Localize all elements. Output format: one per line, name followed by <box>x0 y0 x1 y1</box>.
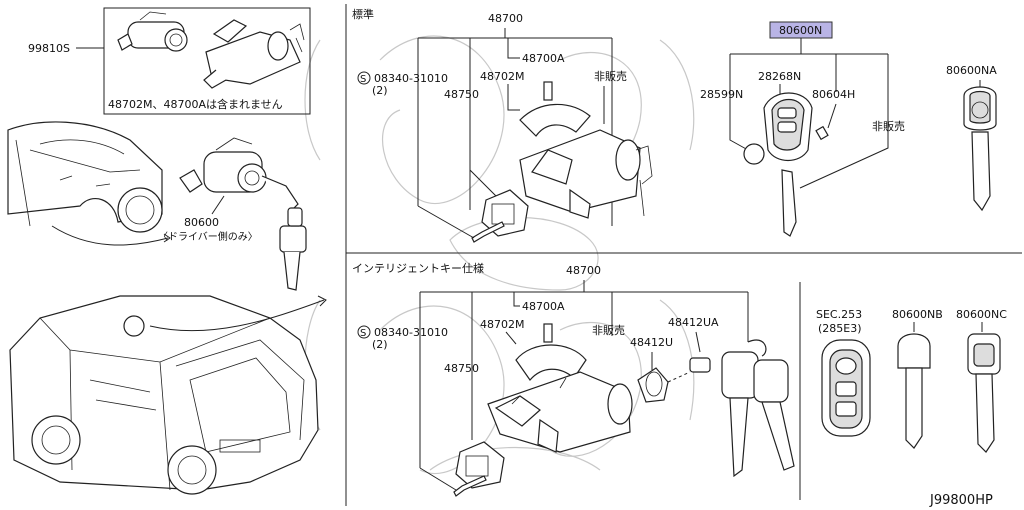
part-label-48700-std: 48700 <box>488 12 523 25</box>
screw-qty-std: (2) <box>372 84 388 97</box>
inset-door-lock-cylinder <box>117 11 188 52</box>
section-title-intelligent: インテリジェントキー仕様 <box>352 261 484 275</box>
part-label-28268n: 28268N <box>758 70 801 83</box>
driver-only-note: 〈ドライバー側のみ〉 <box>158 230 258 243</box>
not-sold-ik: 非販売 <box>592 324 625 337</box>
part-label-48750-std: 48750 <box>444 88 479 101</box>
shear-bolt-ik <box>453 475 487 497</box>
key-cylinder-48750-std <box>481 189 529 237</box>
knob-48412u <box>637 367 669 403</box>
part-label-48700a-std: 48700A <box>522 52 565 65</box>
mechanical-keys-ik <box>721 339 795 478</box>
inset-box <box>103 7 311 115</box>
cap-48412ua <box>689 357 711 373</box>
remote-key-fob <box>763 92 813 162</box>
part-label-99810s: 99810S <box>28 42 70 55</box>
part-label-80600nc: 80600NC <box>956 308 1007 321</box>
blank-key-80600nb <box>897 333 931 449</box>
inset-note: 48702M、48700Aは含まれません <box>108 97 283 111</box>
key-blade-std <box>781 169 797 237</box>
vehicle-arrow <box>149 299 325 332</box>
part-label-48750-ik: 48750 <box>444 362 479 375</box>
screw-spec-std: 08340-31010 <box>374 72 448 85</box>
part-label-80600nb: 80600NB <box>892 308 943 321</box>
blank-key-80600na <box>963 86 997 212</box>
door-arrow <box>51 225 169 246</box>
part-label-48700-ik: 48700 <box>566 264 601 277</box>
not-sold-std: 非販売 <box>594 70 627 83</box>
not-sold-key: 非販売 <box>872 120 905 133</box>
screw-symbol-ik: S <box>357 325 371 339</box>
part-label-28599n: 28599N <box>700 88 743 101</box>
battery-28599n <box>743 143 765 165</box>
door-key-80600 <box>279 207 307 291</box>
part-label-48412u: 48412U <box>630 336 673 349</box>
screw-symbol-std: S <box>357 71 371 85</box>
svg-text:S: S <box>360 328 366 339</box>
section-ref-285e3: (285E3) <box>818 322 862 335</box>
section-title-standard: 標準 <box>352 7 374 21</box>
blank-key-80600nc <box>967 333 1001 453</box>
vehicle-illustration <box>9 295 319 495</box>
svg-text:S: S <box>360 74 366 85</box>
part-label-48702m-ik: 48702M <box>480 318 524 331</box>
car-door-illustration <box>7 121 163 233</box>
screw-qty-ik: (2) <box>372 338 388 351</box>
diagram-id: J99800HP <box>929 493 993 508</box>
part-label-80600: 80600 <box>184 216 219 229</box>
door-lock-cylinder-80600 <box>179 137 299 215</box>
part-label-48700a-ik: 48700A <box>522 300 565 313</box>
shear-bolt-std <box>471 221 505 243</box>
intelligent-key-fob <box>821 339 871 437</box>
ignition-switch-assembly-ik <box>487 323 633 453</box>
ignition-switch-assembly-std <box>519 81 653 219</box>
part-label-80600n: 80600N <box>779 24 822 37</box>
section-ref-sec253: SEC.253 <box>816 308 862 321</box>
screw-spec-ik: 08340-31010 <box>374 326 448 339</box>
part-label-48412ua: 48412UA <box>668 316 719 329</box>
part-label-48702m-std: 48702M <box>480 70 524 83</box>
key-cylinder-48750-ik <box>455 441 505 489</box>
inset-steering-lock-body <box>203 19 305 89</box>
screw-80604h <box>815 125 829 141</box>
part-label-80600na: 80600NA <box>946 64 997 77</box>
part-label-80604h: 80604H <box>812 88 855 101</box>
